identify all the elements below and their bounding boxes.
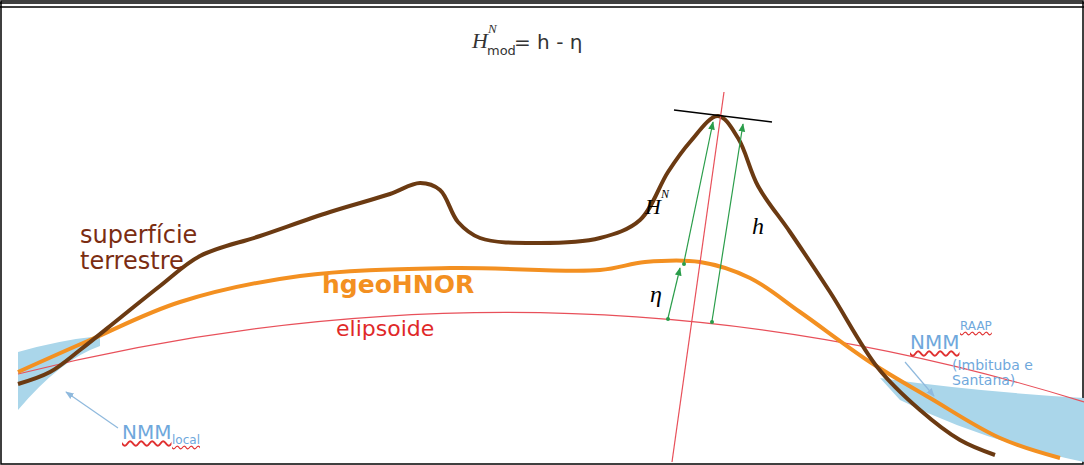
leader-line (66, 392, 118, 428)
geoid-label: hgeoHNOR (322, 272, 474, 297)
frame-line (0, 6, 1084, 8)
formula-subscript: mod (487, 44, 516, 57)
sea-level-label: NMM (122, 422, 171, 442)
height-symbol: η (650, 282, 662, 306)
height-symbol: H (645, 196, 661, 218)
height-superscript: N (661, 188, 669, 200)
normal-line (672, 92, 724, 462)
base-dot (666, 317, 670, 321)
formula-text: = h - η (514, 32, 582, 52)
sea-level-label: NMM (910, 332, 959, 352)
sea-level-superscript: RAAP (960, 320, 992, 332)
ocean-left (18, 336, 100, 410)
terrain-label: superfície terrestre (80, 222, 230, 275)
ellipsoid-label: elipsoide (336, 318, 434, 340)
base-dot (710, 320, 714, 324)
leader-line (905, 362, 934, 396)
formula-superscript: N (488, 22, 497, 35)
frame-line (0, 2, 1084, 4)
ellipsoid-curve (18, 312, 1084, 402)
geoid-curve (18, 260, 1060, 458)
sea-level-subscript: local (172, 434, 200, 446)
terrain-curve (18, 116, 995, 455)
formula-symbol: H (472, 30, 488, 52)
ellipsoidal-height-arrow (712, 124, 743, 321)
sea-level-note: (Imbituba e Santana) (952, 358, 1052, 389)
geoid-height-arrow (668, 268, 680, 318)
base-dot (682, 262, 686, 266)
tangent-line (674, 110, 772, 122)
height-symbol: h (752, 214, 764, 238)
orthometric-arrow (684, 122, 713, 262)
